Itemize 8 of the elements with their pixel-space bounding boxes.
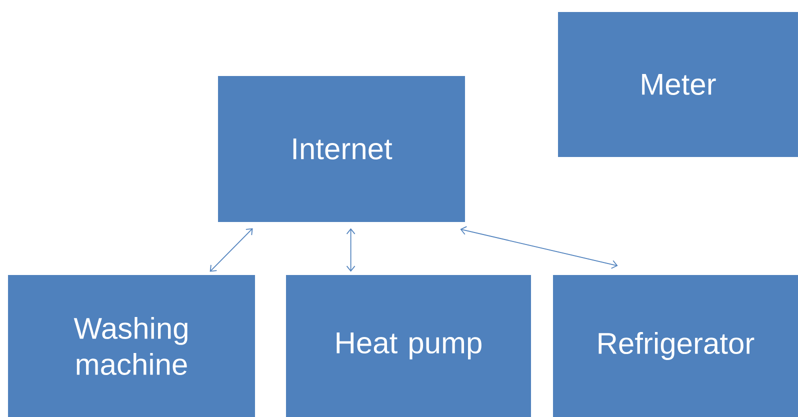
arrow [346,228,356,272]
process-box: Heat pump [286,274,531,417]
process-box: Internet [218,76,465,222]
process-box: Washing machine [8,274,255,417]
process-box: Refrigerator [553,274,798,417]
arrow [210,228,253,272]
process-box: Meter [558,12,798,157]
arrow [460,226,618,269]
